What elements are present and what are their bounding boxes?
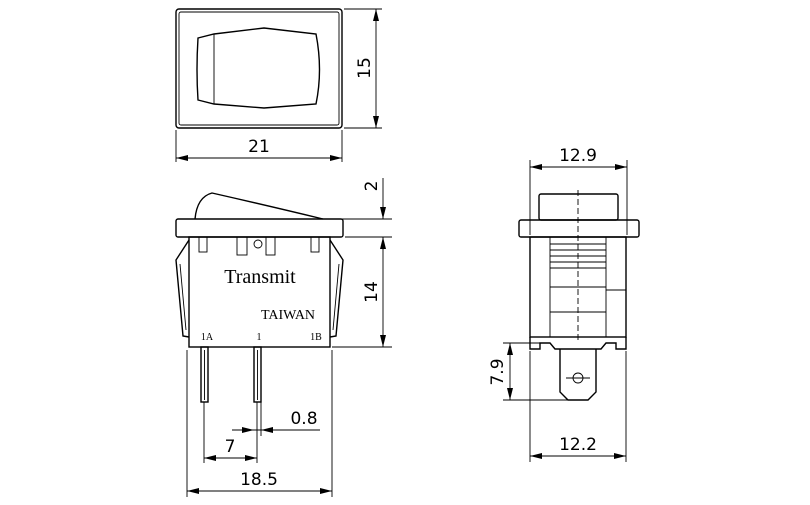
top-view: 21 15	[175, 8, 382, 162]
dim-label-7-9: 7.9	[488, 358, 508, 385]
top-view-bezel	[175, 8, 343, 129]
origin-label: TAIWAN	[261, 308, 315, 323]
brand-label: Transmit	[224, 266, 296, 288]
end-view-flange	[518, 219, 640, 238]
top-view-bezel-inner	[178, 11, 340, 126]
side-view-left-latch	[175, 239, 190, 338]
pin-label-1b: 1B	[310, 332, 322, 343]
pin-label-1: 1	[257, 332, 262, 343]
end-view-cap	[538, 193, 619, 221]
dim-label-14: 14	[362, 281, 382, 303]
terminal-1	[253, 346, 262, 403]
side-view-flange	[175, 218, 344, 238]
dim-label-7: 7	[225, 437, 236, 457]
dim-label-21: 21	[248, 137, 270, 157]
pin-label-1a: 1A	[201, 332, 214, 343]
top-view-rocker	[196, 27, 321, 109]
terminal-1a	[200, 346, 209, 403]
dim-label-12-9: 12.9	[559, 146, 597, 166]
side-view-mark-hole	[253, 239, 263, 249]
end-view: 12.9 7.9 12.2	[488, 146, 640, 462]
dim-label-18-5: 18.5	[240, 470, 278, 490]
end-view-terminal	[559, 349, 597, 401]
dim-label-2: 2	[362, 181, 382, 192]
end-view-base	[529, 337, 627, 350]
side-view: Transmit TAIWAN 1A 1 1B 2 14 7 0.	[175, 178, 392, 497]
dim-label-12-2: 12.2	[559, 435, 597, 455]
side-view-body	[188, 236, 331, 348]
side-view-right-latch	[329, 239, 344, 338]
side-view-rocker	[194, 192, 324, 220]
dim-label-0-8: 0.8	[290, 409, 317, 429]
dim-label-15: 15	[355, 57, 375, 79]
